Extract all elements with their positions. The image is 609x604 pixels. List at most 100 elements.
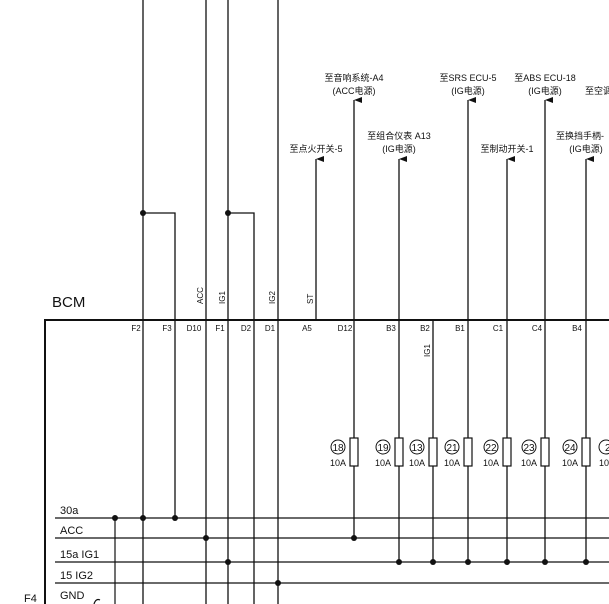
fuse-number-circle xyxy=(598,439,609,455)
fuse: 24 10A xyxy=(562,437,591,468)
fuses: 18 10A 19 10A 13 10A 21 10A 22 10A xyxy=(330,437,609,468)
pin-label: C1 xyxy=(493,324,504,333)
pin-label: D10 xyxy=(187,324,202,333)
fuse-number: 2 xyxy=(605,443,609,454)
fuse-number: 22 xyxy=(485,443,497,454)
pin-label: B2 xyxy=(420,324,430,333)
fuse: 19 10A xyxy=(375,437,404,468)
fuse-rating: 10A xyxy=(521,458,537,468)
rail-label-30a: 30a xyxy=(60,505,79,517)
power-rails: 30a ACC 15a IG1 15 IG2 GND F4 xyxy=(24,505,609,604)
pin-label: C4 xyxy=(532,324,543,333)
fuse-rating: 10 xyxy=(599,458,609,468)
junction-dot xyxy=(140,515,146,521)
fuse-body xyxy=(540,437,550,467)
fuse-body xyxy=(428,437,438,467)
dest-shifter-line1: 至换挡手柄- xyxy=(556,130,604,141)
fuse-number: 19 xyxy=(377,443,389,454)
signal-labels: ACC IG1 IG2 ST xyxy=(196,287,315,304)
junction-dot xyxy=(583,559,589,565)
junction-dot xyxy=(396,559,402,565)
pin-label: F3 xyxy=(162,324,172,333)
gnd-hook xyxy=(93,598,101,604)
module-border xyxy=(44,319,609,604)
fuse-body xyxy=(502,437,512,467)
junction-dot xyxy=(275,580,281,586)
fuse-rating: 10A xyxy=(330,458,346,468)
fuse-number: 24 xyxy=(564,443,576,454)
junction-dot xyxy=(225,559,231,565)
signal-label-st: ST xyxy=(306,294,315,304)
fuse-number: 18 xyxy=(332,443,344,454)
edge-label-f4: F4 xyxy=(24,593,37,604)
rail-label-15-ig2: 15 IG2 xyxy=(60,570,93,582)
rail-junction-dots xyxy=(112,515,589,586)
rail-label-gnd: GND xyxy=(60,590,85,602)
dest-shifter-line2: (IG电源) xyxy=(569,143,603,154)
fuse-rating: 10A xyxy=(444,458,460,468)
fuse-number-circle xyxy=(483,439,499,455)
fuse-rating: 10A xyxy=(483,458,499,468)
fuse-number-circle xyxy=(375,439,391,455)
fuse-rating: 10A xyxy=(562,458,578,468)
fuse: 2 10 xyxy=(598,439,609,468)
dest-cluster-line2: (IG电源) xyxy=(382,143,416,154)
dest-srs-line1: 至SRS ECU-5 xyxy=(439,73,496,83)
signal-label-ig1: IG1 xyxy=(218,291,227,304)
inner-signal-label-ig1: IG1 xyxy=(423,344,432,357)
signal-label-acc: ACC xyxy=(196,287,205,304)
fuse-body xyxy=(463,437,473,467)
fuse: 22 10A xyxy=(483,437,512,468)
fuse-rating: 10A xyxy=(409,458,425,468)
dest-srs-line2: (IG电源) xyxy=(451,85,485,96)
fuse-body xyxy=(581,437,591,467)
pin-label: F2 xyxy=(131,324,141,333)
pin-label: D12 xyxy=(338,324,353,333)
wire-f3 xyxy=(143,212,176,518)
dest-cluster-line1: 至组合仪表 A13 xyxy=(367,130,431,141)
wire-d2 xyxy=(228,212,255,604)
fuse-body xyxy=(349,437,359,467)
fuse: 21 10A xyxy=(444,437,473,468)
pin-label: A5 xyxy=(302,324,312,333)
pin-label: D1 xyxy=(265,324,276,333)
junction-dot xyxy=(542,559,548,565)
junction-dot xyxy=(225,210,231,216)
junction-dot xyxy=(465,559,471,565)
fuse-rating: 10A xyxy=(375,458,391,468)
rail-label-15a-ig1: 15a IG1 xyxy=(60,549,99,561)
pin-label: B4 xyxy=(572,324,582,333)
dest-audio-line2: (ACC电源) xyxy=(333,85,376,96)
dest-abs-line2: (IG电源) xyxy=(528,85,562,96)
destination-labels: 至音响系统-A4 (ACC电源) 至SRS ECU-5 (IG电源) 至ABS … xyxy=(289,72,609,154)
fuse-number-circle xyxy=(444,439,460,455)
fuse-number-circle xyxy=(521,439,537,455)
pin-label: D2 xyxy=(241,324,252,333)
pin-label: F1 xyxy=(215,324,225,333)
pin-labels: F2 F3 D10 F1 D2 D1 A5 D12 B3 B2 B1 C1 C4… xyxy=(131,324,582,357)
junction-dot xyxy=(504,559,510,565)
rail-label-acc: ACC xyxy=(60,525,83,537)
fuse: 18 10A xyxy=(330,437,359,468)
dest-abs-line1: 至ABS ECU-18 xyxy=(514,73,576,83)
fuse-number-circle xyxy=(409,439,425,455)
junction-dot xyxy=(140,210,146,216)
dest-audio-line1: 至音响系统-A4 xyxy=(324,72,383,83)
pin-label: B3 xyxy=(386,324,396,333)
fuse-number-circle xyxy=(330,439,346,455)
fuse: 13 10A xyxy=(409,437,438,468)
pin-label: B1 xyxy=(455,324,465,333)
fuse-number: 23 xyxy=(523,443,535,454)
destination-wires xyxy=(315,97,594,562)
junction-dot xyxy=(203,535,209,541)
fuse-number-circle xyxy=(562,439,578,455)
junction-dot xyxy=(112,515,118,521)
dest-ac-line1: 至空调 xyxy=(585,85,609,96)
dest-ignition-line1: 至点火开关-5 xyxy=(289,143,342,154)
fuse: 23 10A xyxy=(521,437,550,468)
fuse-number: 21 xyxy=(446,443,458,454)
junction-dot xyxy=(430,559,436,565)
upper-junction-dots xyxy=(140,210,231,216)
junction-dot xyxy=(351,535,357,541)
